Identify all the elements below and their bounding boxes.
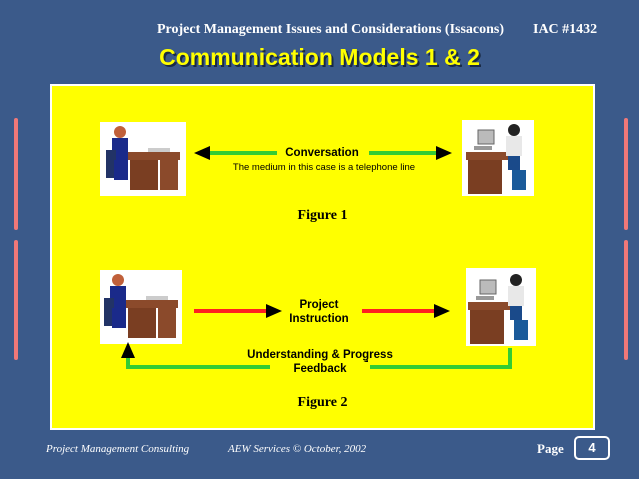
medium-note: The medium in this case is a telephone l… (232, 162, 416, 173)
manager-person-icon (100, 270, 182, 344)
footer-credit: AEW Services © October, 2002 (228, 443, 367, 455)
worker-person-icon (466, 268, 536, 346)
right-decor-bar-top (624, 118, 628, 230)
sender-person-icon (100, 122, 186, 196)
instruction-label-line1: Project (299, 299, 339, 311)
feedback-label-line1: Understanding & Progress (247, 349, 393, 361)
page-label: Page (537, 441, 564, 456)
right-decor-bar-bottom (624, 240, 628, 360)
receiver-person-icon (462, 120, 534, 196)
footer-org: Project Management Consulting (46, 443, 190, 455)
figure2-arrows (121, 304, 512, 374)
content-panel: Conversation The medium in this case is … (50, 84, 595, 430)
header-code: IAC #1432 (533, 22, 598, 37)
page-number-box: 4 (574, 436, 610, 460)
instruction-label-line2: Instruction (289, 313, 349, 325)
left-decor-bar-bottom (14, 240, 18, 360)
figure2-caption: Figure 2 (297, 395, 348, 410)
left-decor-bar-top (14, 118, 18, 230)
feedback-label-line2: Feedback (270, 362, 370, 376)
slide-title: Communication Models 1 & 2 (159, 44, 480, 70)
conversation-label: Conversation (285, 147, 359, 159)
figure1-caption: Figure 1 (297, 208, 348, 223)
header-title: Project Management Issues and Considerat… (157, 22, 505, 37)
